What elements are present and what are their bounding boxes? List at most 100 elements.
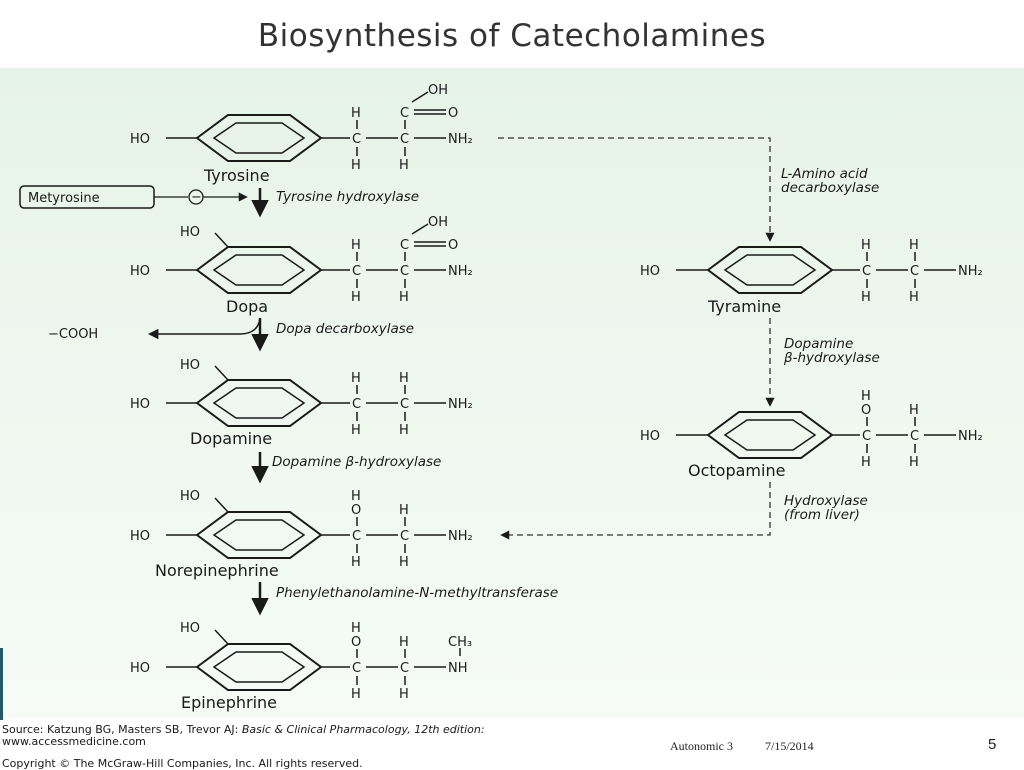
hydroxyl-label: HO [130,397,150,412]
hydroxyl-label: HO [130,661,150,676]
hydroxyl-label: HO [180,225,200,240]
carbon-label: C [400,264,409,279]
compound-name-norepinephrine: Norepinephrine [155,561,279,580]
compound-name-dopa: Dopa [226,297,268,316]
enzyme-label: L-Amino acid [781,166,868,182]
hydrogen-label: H [351,238,361,253]
source-citation: Source: Katzung BG, Masters SB, Trevor A… [2,724,485,748]
hydrogen-label: H [351,158,361,173]
tyrosine-structure: HO C C NH₂ H H H C O OH [130,83,473,173]
enzyme-label: decarboxylase [781,180,879,196]
pathway-arrow [500,482,771,540]
hydrogen-label: H [399,290,409,305]
carbon-label: C [352,397,361,412]
minus-icon: − [191,190,202,205]
slide-title: Biosynthesis of Catecholamines [257,18,767,54]
carbon-label: C [910,429,919,444]
hydrogen-label: H [351,423,361,438]
enzyme-label: Dopamine [784,336,853,352]
carbon-label: C [352,529,361,544]
carbon-label: C [352,132,361,147]
octopamine-structure: HO C C NH₂ H O H H H [640,389,983,470]
dopamine-structure: HO HO C C NH₂ H H H H [130,358,473,438]
carbon-label: C [400,529,409,544]
page-number: 5 [988,736,997,753]
carbon-label: C [400,397,409,412]
amine-label: NH [448,661,468,676]
epinephrine-structure: HO HO C C NH CH₃ H O H H H [130,621,472,702]
enzyme-label: Dopamine β-hydroxylase [272,454,441,470]
cooh-label: −COOH [48,327,98,342]
inhibitor-label: Metyrosine [28,191,100,206]
decarboxylation-arrow [147,317,261,340]
catecholamine-pathway-diagram: HO C C NH₂ H H H C O OH Tyrosine L-Amino… [19,83,983,712]
amine-label: NH₂ [448,397,473,412]
enzyme-label: (from liver) [784,507,860,523]
norepinephrine-structure: HO HO C C NH₂ H O H H H [130,489,473,570]
carbon-label: C [400,661,409,676]
pathway-arrow [498,137,775,242]
hydrogen-label: H [351,555,361,570]
tyramine-structure: HO C C NH₂ H H H H [640,238,983,305]
carbon-label: C [862,264,871,279]
footer-course: Autonomic 3 [670,739,733,753]
hydrogen-label: H [399,503,409,518]
oxygen-label: O [351,503,361,518]
hydroxyl-label: HO [640,264,660,279]
enzyme-label: Tyrosine hydroxylase [276,189,419,205]
hydroxyl-label: HO [130,132,150,147]
dopa-structure: HO HO C C NH₂ H H H C O OH [130,215,473,305]
copyright-notice: Copyright © The McGraw-Hill Companies, I… [2,757,363,770]
enzyme-label: Hydroxylase [784,493,868,509]
hydrogen-label: H [351,290,361,305]
carbon-label: C [352,264,361,279]
compound-name-dopamine: Dopamine [190,429,272,448]
enzyme-label: β-hydroxylase [783,350,880,366]
hydrogen-label: H [351,687,361,702]
carbon-label: C [352,661,361,676]
hydroxyl-label: HO [180,358,200,373]
footer-date: 7/15/2014 [765,739,814,753]
source-url[interactable]: www.accessmedicine.com [2,735,146,748]
source-authors: Source: Katzung BG, Masters SB, Trevor A… [2,723,242,736]
hydroxyl-label: HO [640,429,660,444]
oxygen-label: O [448,106,458,121]
hydroxyl-label: OH [428,83,448,98]
carbon-label: C [862,429,871,444]
hydroxyl-label: HO [180,489,200,504]
amine-label: NH₂ [448,529,473,544]
oxygen-label: O [448,238,458,253]
compound-name-tyrosine: Tyrosine [203,166,270,185]
oxygen-label: O [351,635,361,650]
accent-bar [0,648,3,720]
hydrogen-label: H [399,555,409,570]
hydrogen-label: H [351,489,361,504]
methyl-label: CH₃ [448,635,472,650]
compound-name-epinephrine: Epinephrine [181,693,277,712]
hydroxyl-label: OH [428,215,448,230]
hydrogen-label: H [399,371,409,386]
hydrogen-label: H [909,403,919,418]
figure-panel [0,68,1024,718]
hydrogen-label: H [399,158,409,173]
amine-label: NH₂ [958,429,983,444]
hydrogen-label: H [861,455,871,470]
enzyme-label: Dopa decarboxylase [276,321,414,337]
hydroxyl-label: HO [130,264,150,279]
carbon-label: C [400,132,409,147]
hydrogen-label: H [861,290,871,305]
amine-label: NH₂ [958,264,983,279]
hydrogen-label: H [351,106,361,121]
hydrogen-label: H [399,423,409,438]
enzyme-label: Phenylethanolamine-N-methyltransferase [276,585,558,601]
hydroxyl-label: HO [180,621,200,636]
amine-label: NH₂ [448,264,473,279]
metyrosine-inhibitor: Metyrosine − [19,185,248,209]
amine-label: NH₂ [448,132,473,147]
compound-name-tyramine: Tyramine [707,297,781,316]
hydrogen-label: H [399,687,409,702]
hydrogen-label: H [861,238,871,253]
hydrogen-label: H [909,455,919,470]
hydrogen-label: H [351,621,361,636]
hydrogen-label: H [351,371,361,386]
